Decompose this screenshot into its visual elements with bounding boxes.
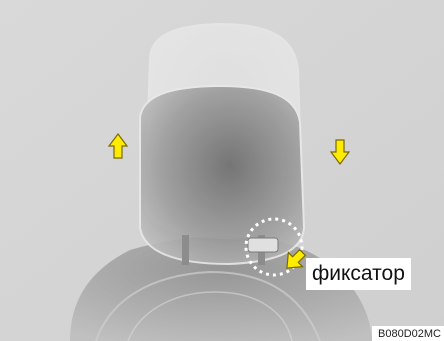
figure-code: B080D02MC xyxy=(372,326,444,341)
callout-label: фиксатор xyxy=(306,258,411,290)
lock-button xyxy=(248,238,278,252)
headrest xyxy=(140,86,304,264)
headrest-stem-left xyxy=(182,235,189,265)
